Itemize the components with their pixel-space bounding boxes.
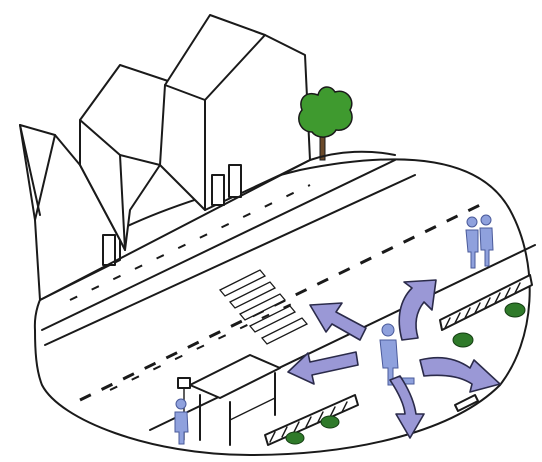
arrow-up-left bbox=[310, 303, 366, 340]
arrow-right bbox=[420, 358, 500, 392]
bus-shelter bbox=[178, 355, 280, 445]
planter-bottom bbox=[265, 395, 358, 445]
planter-right bbox=[440, 275, 532, 347]
arrow-down bbox=[390, 376, 424, 438]
arrow-left bbox=[288, 352, 358, 384]
bus-stop-sign bbox=[178, 378, 190, 388]
door-right-1 bbox=[212, 175, 224, 205]
door-right-2 bbox=[229, 165, 241, 197]
gabled-house-right bbox=[160, 15, 310, 210]
door-middle bbox=[103, 235, 115, 265]
arrow-up-right bbox=[399, 280, 436, 340]
pedestrian-at-bus-stop bbox=[175, 399, 188, 444]
pedestrian-couple bbox=[466, 215, 493, 268]
bench bbox=[455, 395, 478, 411]
zebra-crossing bbox=[220, 270, 307, 344]
